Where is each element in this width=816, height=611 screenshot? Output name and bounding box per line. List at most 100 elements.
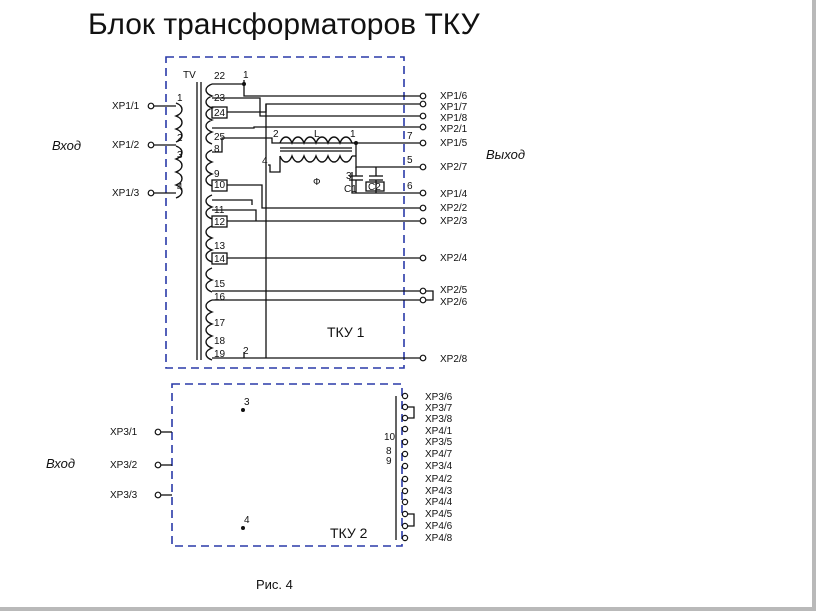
winding-pin: 13	[214, 241, 226, 252]
output-terminal[interactable]	[419, 296, 427, 304]
output-terminal-b2[interactable]	[401, 510, 409, 518]
figure-caption: Рис. 4	[256, 577, 293, 592]
output-label-b2: XP4/8	[425, 533, 453, 544]
input-side-label: Вход	[52, 138, 81, 153]
winding-pin: 15	[214, 279, 226, 290]
winding-pin: 17	[214, 318, 226, 329]
input-terminal-b2[interactable]	[154, 491, 162, 499]
winding-pin: 22	[214, 71, 226, 82]
inner-pin: 6	[407, 181, 413, 192]
winding-pin: 18	[214, 336, 226, 347]
inductor-label: L	[314, 129, 320, 140]
input-terminal-b2[interactable]	[154, 461, 162, 469]
marker-label: 4	[244, 515, 250, 526]
output-terminal[interactable]	[419, 189, 427, 197]
side-pin: 9	[386, 456, 392, 467]
output-label: XP1/4	[440, 189, 468, 200]
output-label-b2: XP3/8	[425, 414, 453, 425]
output-label: XP2/8	[440, 354, 468, 365]
output-terminal-b2[interactable]	[401, 487, 409, 495]
wire	[426, 290, 434, 301]
inner-pin: 2	[273, 129, 279, 140]
tku2-label: ТКУ 2	[330, 525, 368, 541]
junction	[354, 141, 358, 145]
output-label: XP1/5	[440, 138, 468, 149]
side-pin: 8	[386, 446, 392, 457]
output-terminal[interactable]	[419, 204, 427, 212]
wire	[227, 103, 420, 113]
output-terminal-b2[interactable]	[401, 475, 409, 483]
output-terminal-b2[interactable]	[401, 462, 409, 470]
input-terminal-b2[interactable]	[154, 428, 162, 436]
output-terminal[interactable]	[419, 92, 427, 100]
input-terminal[interactable]	[147, 102, 155, 110]
output-terminal-b2[interactable]	[401, 450, 409, 458]
input-terminal[interactable]	[147, 141, 155, 149]
output-terminal[interactable]	[419, 123, 427, 131]
output-terminal[interactable]	[419, 100, 427, 108]
winding-pin: 10	[214, 180, 226, 191]
output-label-b2: XP4/5	[425, 509, 453, 520]
winding-pin: 16	[214, 292, 226, 303]
output-terminal-b2[interactable]	[401, 403, 409, 411]
output-terminal-b2[interactable]	[401, 425, 409, 433]
output-label-b2: XP4/3	[425, 486, 453, 497]
c2-box	[365, 181, 385, 192]
output-terminal-b2[interactable]	[401, 438, 409, 446]
output-label: XP1/7	[440, 102, 468, 113]
output-terminal[interactable]	[419, 112, 427, 120]
output-terminal-b2[interactable]	[401, 522, 409, 530]
wire	[227, 184, 420, 209]
inner-pin: 7	[407, 131, 413, 142]
output-terminal[interactable]	[419, 254, 427, 262]
inner-pin: 1	[243, 70, 249, 81]
output-label-b2: XP4/2	[425, 474, 453, 485]
output-terminal[interactable]	[419, 163, 427, 171]
side-pin: 10	[384, 432, 396, 443]
tku1-outputs: XP1/6 XP1/7 XP1/8 XP2/1 XP1/5 XP2/7 XP1/…	[419, 91, 468, 365]
wire	[212, 97, 420, 117]
output-terminal-b2[interactable]	[401, 498, 409, 506]
winding-pin: 14	[214, 254, 226, 265]
primary-winding	[174, 102, 183, 199]
output-terminal-b2[interactable]	[401, 534, 409, 542]
input-pin: 4	[177, 182, 183, 193]
output-terminal[interactable]	[419, 354, 427, 362]
output-terminal-b2[interactable]	[401, 414, 409, 422]
output-label: XP1/6	[440, 91, 468, 102]
output-label: XP1/8	[440, 113, 468, 124]
phase-label: Ф	[313, 177, 321, 188]
wire	[212, 80, 420, 97]
tku1-label: ТКУ 1	[327, 324, 365, 340]
winding-pin: 25	[214, 132, 226, 143]
winding-pin: 12	[214, 217, 226, 228]
page-title: Блок трансформаторов ТКУ	[88, 8, 480, 41]
output-terminal-b2[interactable]	[401, 392, 409, 400]
input-pin: 3	[177, 150, 183, 161]
output-terminal[interactable]	[419, 139, 427, 147]
output-label: XP2/6	[440, 297, 468, 308]
input-side-label-2: Вход	[46, 456, 75, 471]
output-label: XP2/4	[440, 253, 468, 264]
wire	[212, 209, 257, 221]
tv-label: TV	[183, 70, 196, 81]
tku2-outputs: XP3/6 XP3/7 XP3/8 XP4/1 XP3/5 XP4/7 XP3/…	[384, 392, 453, 544]
output-side-label: Выход	[486, 147, 525, 162]
input-label-b2: XP3/1	[110, 427, 138, 438]
capacitor-label: C2	[368, 182, 381, 193]
output-terminal[interactable]	[419, 217, 427, 225]
bridge	[408, 406, 415, 419]
input-label: XP1/3	[112, 188, 140, 199]
winding-pin: 8	[214, 144, 220, 155]
output-terminal[interactable]	[419, 287, 427, 295]
input-label-b2: XP3/3	[110, 490, 138, 501]
inner-pin: 4	[262, 156, 268, 167]
input-pin: 2	[177, 133, 183, 144]
input-terminal[interactable]	[147, 189, 155, 197]
phase-coil	[279, 154, 353, 163]
winding-pin: 9	[214, 169, 220, 180]
inductor-l	[279, 136, 353, 145]
input-label: XP1/1	[112, 101, 140, 112]
output-label: XP2/5	[440, 285, 468, 296]
